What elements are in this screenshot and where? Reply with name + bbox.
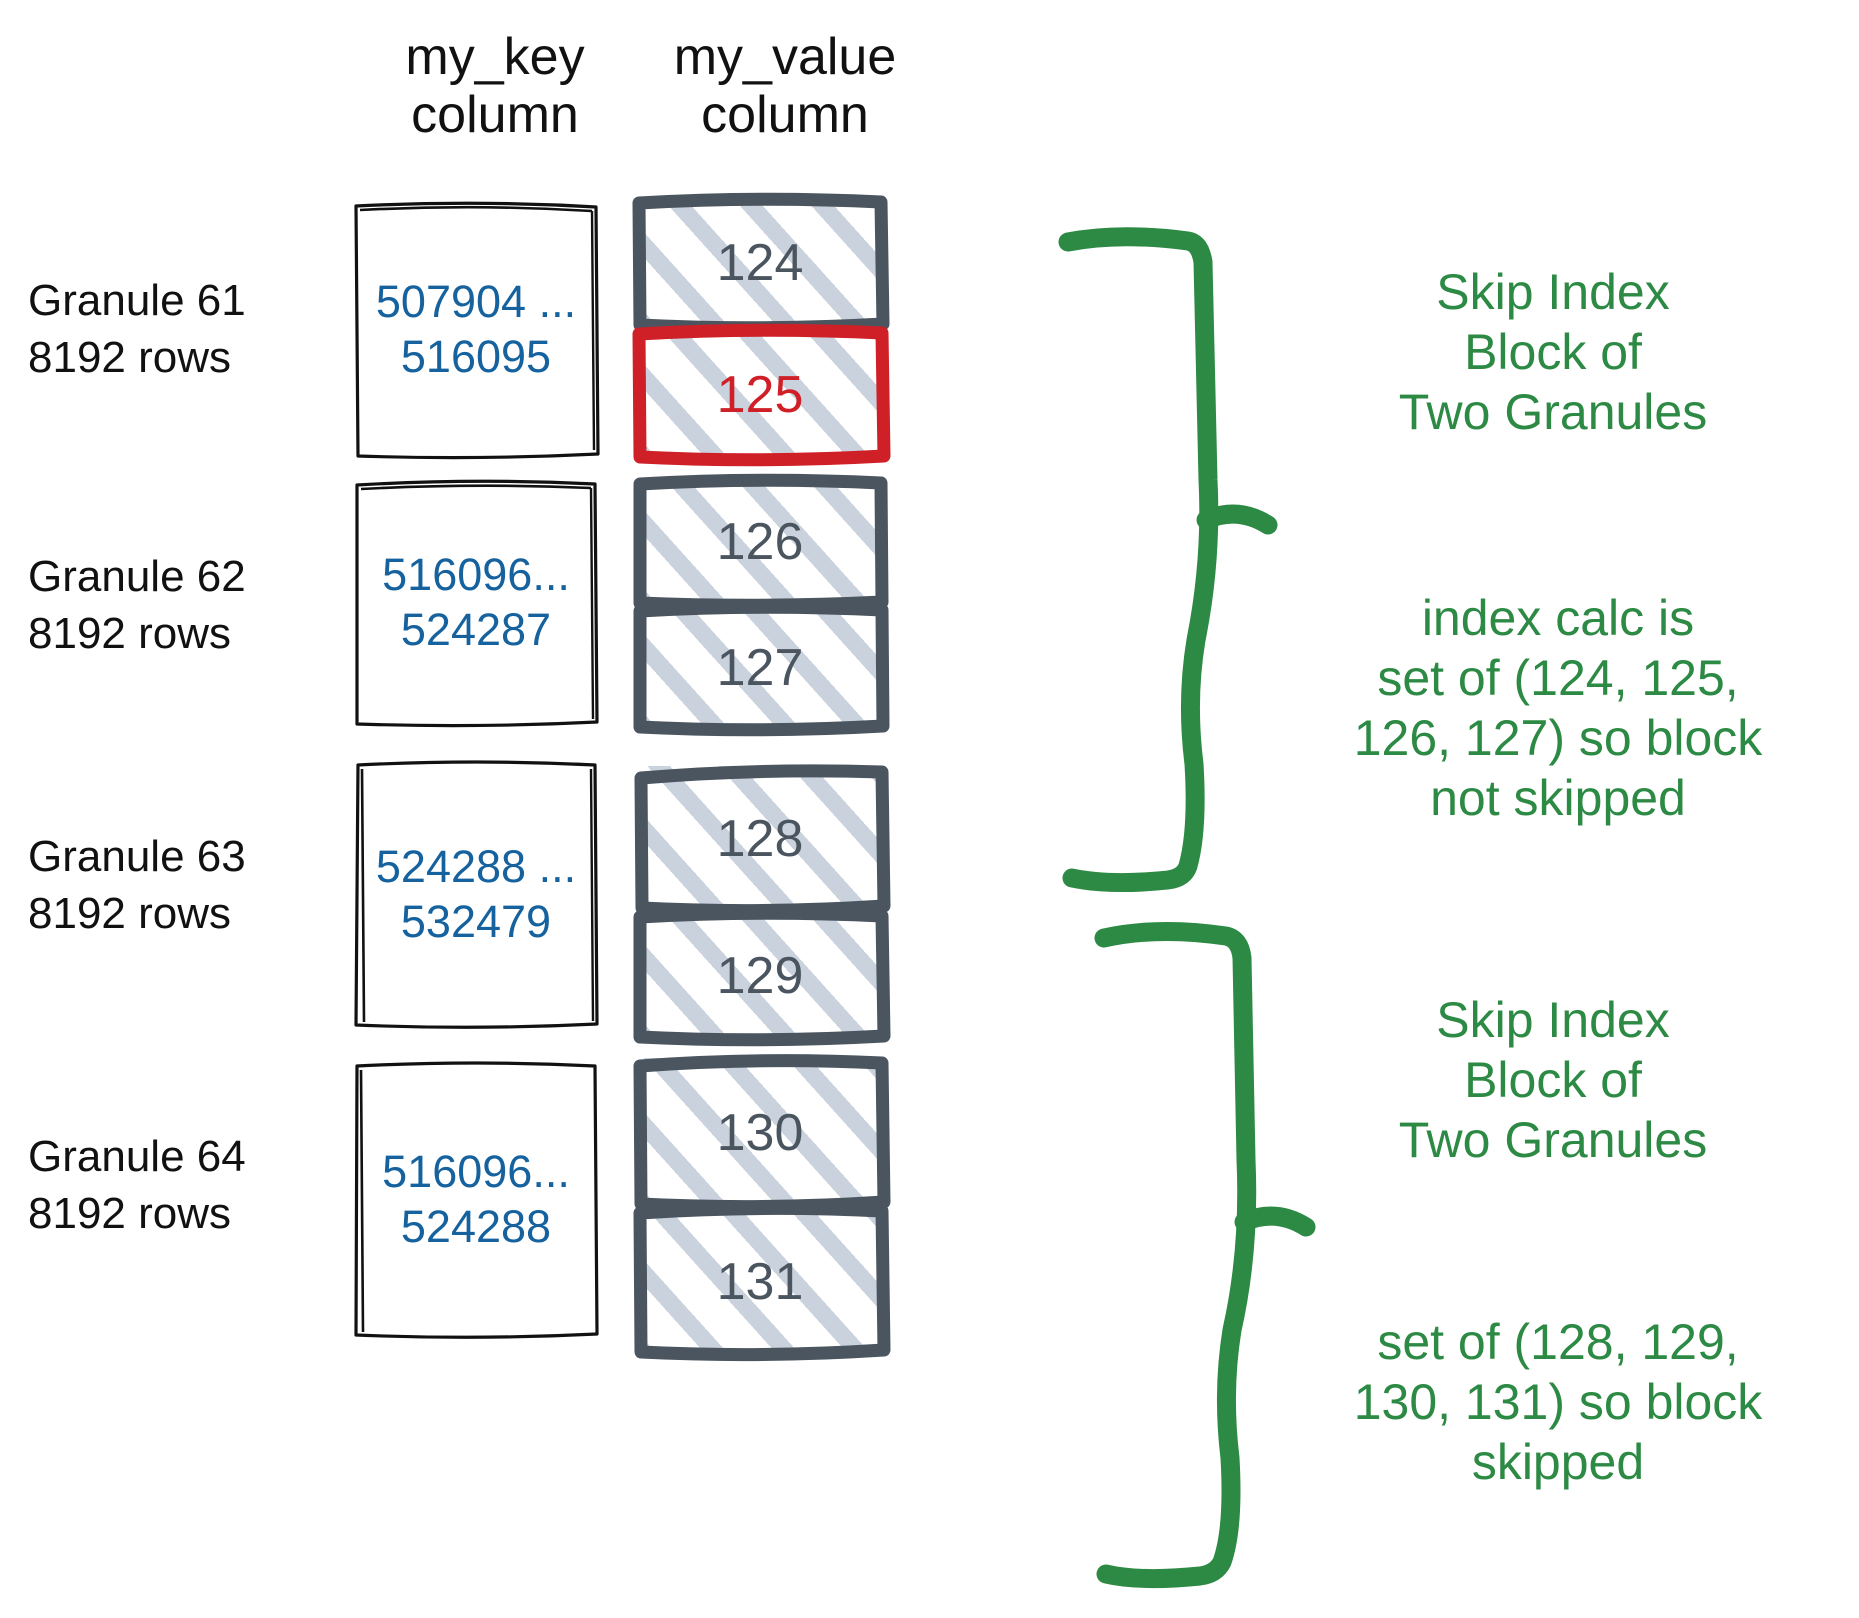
granule-label-62: Granule 62 8192 rows — [28, 552, 246, 659]
key-range-granule-61: 507904 ... 516095 — [375, 276, 577, 382]
value-box-127: 127 — [633, 600, 890, 737]
annotation-skip-index-block-1: Skip Index Block of Two Granules — [1398, 264, 1708, 440]
hatch-fill — [636, 1208, 884, 1356]
value-label: 130 — [716, 1104, 804, 1162]
hatch-fill — [636, 330, 884, 460]
value-box-outline — [633, 600, 890, 737]
value-label: 124 — [716, 234, 804, 292]
value-box-128: 128 — [634, 764, 891, 918]
granule-label-63: Granule 63 8192 rows — [28, 832, 246, 939]
value-label: 131 — [716, 1253, 804, 1311]
annotation-index-calc-block-2: set of (128, 129, 130, 131) so block ski… — [1353, 1314, 1763, 1490]
value-box-outline — [633, 1201, 891, 1362]
annotation-skip-index-block-2: Skip Index Block of Two Granules — [1398, 992, 1708, 1168]
key-box-granule-62: 516096... 524287 — [352, 478, 600, 728]
value-label: 126 — [716, 513, 804, 571]
key-box-outline — [354, 760, 599, 1029]
value-label: 129 — [716, 947, 804, 1005]
value-box-outline-highlight — [632, 323, 891, 467]
value-box-outline — [633, 906, 891, 1047]
hatch-fill — [636, 198, 884, 328]
value-box-125-highlighted: 125 — [632, 323, 891, 467]
hatch-fill — [636, 1058, 884, 1208]
annotation-index-calc-block-1: index calc is set of (124, 125, 126, 127… — [1353, 590, 1763, 826]
granule-label-64: Granule 64 8192 rows — [28, 1132, 246, 1239]
key-range-granule-63: 524288 ... 532479 — [375, 841, 577, 947]
hatch-fill — [636, 478, 884, 606]
value-box-124: 124 — [632, 192, 890, 335]
value-box-130: 130 — [633, 1054, 891, 1214]
key-box-granule-63: 524288 ... 532479 — [352, 760, 600, 1030]
column-header-my-key: my_key column — [405, 28, 585, 145]
value-box-131: 131 — [633, 1201, 891, 1362]
key-range-granule-62: 516096... 524287 — [382, 549, 570, 655]
key-range-granule-64: 516096... 524288 — [382, 1146, 570, 1252]
key-box-granule-61: 507904 ... 516095 — [352, 200, 600, 460]
value-box-126: 126 — [633, 473, 889, 612]
hatch-fill — [636, 766, 884, 912]
column-header-my-value: my_value column — [673, 28, 897, 145]
value-label: 128 — [716, 810, 804, 868]
key-box-outline — [354, 201, 600, 460]
hatch-fill — [636, 606, 884, 730]
key-box-granule-64: 516096... 524288 — [352, 1060, 600, 1340]
key-box-outline — [355, 479, 599, 728]
value-box-129: 129 — [633, 906, 891, 1047]
value-label: 127 — [716, 639, 804, 697]
hatch-fill — [636, 912, 884, 1040]
value-label: 125 — [716, 366, 804, 424]
granule-label-61: Granule 61 8192 rows — [28, 276, 246, 383]
brace-block-1 — [1058, 227, 1278, 893]
key-box-outline — [354, 1061, 599, 1339]
